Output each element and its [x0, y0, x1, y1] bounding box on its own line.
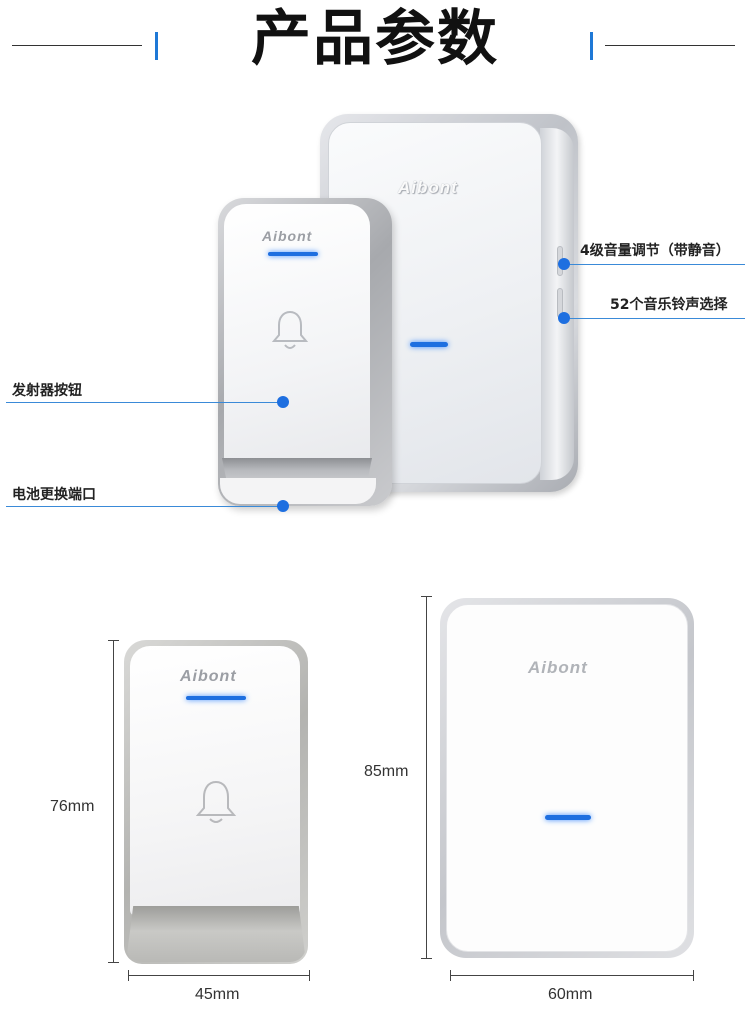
page-title: 产品参数	[251, 4, 499, 74]
transmitter-front-view-base	[126, 906, 306, 962]
transmitter-front-view-indicator-light	[186, 696, 246, 700]
transmitter-front-view-panel	[130, 646, 300, 916]
transmitter-height-label: 76mm	[50, 798, 95, 815]
bell-icon	[195, 780, 237, 823]
battery-port-callout-line	[6, 506, 282, 507]
receiver-width-label: 60mm	[548, 986, 593, 1003]
transmitter-front-panel	[224, 204, 370, 466]
transmitter-width-cap-left	[128, 970, 129, 981]
transmitter-width-cap-right	[309, 970, 310, 981]
volume-callout-label: 4级音量调节（带静音）	[580, 243, 730, 259]
receiver-width-line	[450, 975, 694, 976]
receiver-front-view-brand-logo: Aibont	[528, 658, 588, 677]
transmitter-button-callout-dot	[277, 396, 289, 408]
transmitter-width-label: 45mm	[195, 986, 240, 1003]
transmitter-button-callout-line	[6, 402, 282, 403]
ringtone-callout-dot	[558, 312, 570, 324]
receiver-height-line	[426, 596, 427, 958]
transmitter-height-line	[113, 640, 114, 962]
receiver-indicator-light	[410, 342, 448, 347]
transmitter-battery-cover	[220, 478, 376, 504]
transmitter-button-callout-label: 发射器按钮	[12, 383, 82, 399]
transmitter-front-view-brand-logo: Aibont	[180, 668, 237, 685]
receiver-width-cap-right	[693, 970, 694, 981]
transmitter-brand-logo: Aibont	[262, 228, 313, 244]
header-right-tick	[590, 32, 593, 60]
header-left-tick	[155, 32, 158, 60]
receiver-height-label: 85mm	[364, 763, 409, 780]
header-left-rule	[12, 45, 142, 46]
ringtone-callout-label: 52个音乐铃声选择	[610, 297, 728, 313]
header-right-rule	[605, 45, 735, 46]
ringtone-callout-line	[566, 318, 745, 319]
volume-callout-line	[566, 264, 745, 265]
transmitter-indicator-light	[268, 252, 318, 256]
battery-port-callout-label: 电池更换端口	[12, 487, 96, 503]
receiver-height-cap-top	[421, 596, 432, 597]
transmitter-width-line	[128, 975, 310, 976]
receiver-width-cap-left	[450, 970, 451, 981]
receiver-brand-logo: Aibont	[398, 178, 458, 197]
transmitter-height-cap-top	[108, 640, 119, 641]
bell-icon	[271, 310, 309, 349]
volume-callout-dot	[558, 258, 570, 270]
transmitter-height-cap-bottom	[108, 962, 119, 963]
battery-port-callout-dot	[277, 500, 289, 512]
receiver-front-view-panel	[446, 604, 688, 952]
receiver-height-cap-bottom	[421, 958, 432, 959]
receiver-front-view-indicator-light	[545, 815, 591, 820]
